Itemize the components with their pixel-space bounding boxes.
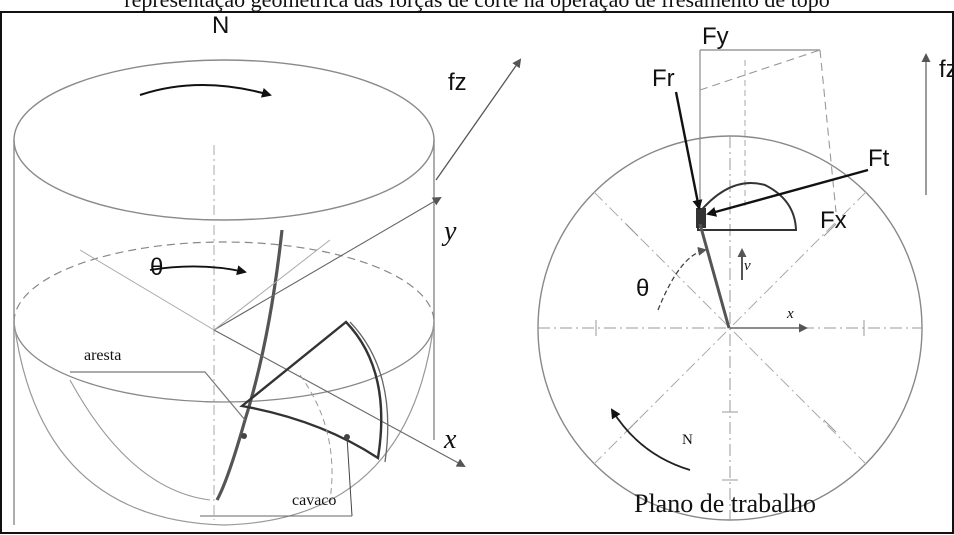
fx-label: Fx [820,207,847,234]
rotation-label-right: N [682,432,693,448]
figure-border [0,11,954,534]
chip-section [697,181,798,231]
fr-arrow [674,91,703,210]
cutting-edge [215,229,284,501]
edge-label: aresta [84,347,121,364]
work-plane-drawing [537,49,931,521]
tool-mid-ellipse-back [13,241,435,323]
theta-label-left: θ [150,254,163,281]
theta-arrow [149,265,247,276]
chip-label: cavaco [292,492,336,509]
fy-label: Fy [702,23,729,50]
y-axis-arrow [213,196,442,331]
rotation-arrow-bottom [610,408,691,471]
fz-label-right: fz [939,56,954,83]
theta-arc [657,246,707,311]
tool-mid-ellipse-front [13,321,435,403]
x-axis-arrow [213,329,466,467]
x-axis-label: x [443,424,457,455]
ft-arrow [706,168,869,217]
rotation-arrow-top [139,84,272,98]
ft-label: Ft [868,145,890,172]
tool-top-ellipse [13,59,435,221]
rotation-label-left: N [212,12,229,39]
chip-shape [239,320,383,461]
v-label: v [744,258,751,274]
edge-radius-line [698,223,731,329]
y-axis-label: y [441,216,457,247]
figure-caption: representação geométrica das forças de c… [124,0,829,12]
feed-arrow [435,58,522,181]
end-mill-drawing [13,58,522,526]
work-plane-label: Plano de trabalho [634,489,816,518]
feed-label-left: fz [448,69,467,96]
fr-label: Fr [652,65,675,92]
theta-label-right: θ [636,275,649,302]
x-label-right: x [786,306,794,322]
